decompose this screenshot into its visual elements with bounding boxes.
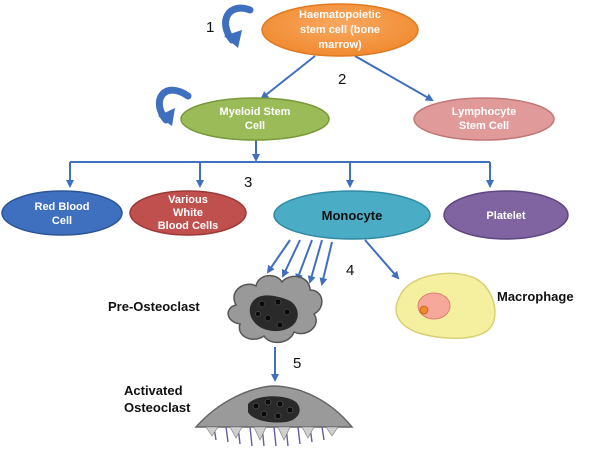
monocyte-node: Monocyte — [273, 190, 431, 240]
arrow-mono-osteo-3 — [295, 239, 313, 282]
arrow-mono-to-macrophage — [364, 239, 400, 280]
lymphocyte-line-2: Stem Cell — [459, 120, 509, 132]
monocyte-label: Monocyte — [322, 208, 383, 223]
lymphocyte-line-1: Lymphocyte — [452, 106, 516, 118]
pre-osteoclast-cell — [227, 274, 323, 344]
arrow-stem-to-myeloid — [260, 55, 316, 100]
activated-osteoclast-line-1: Activated — [124, 383, 183, 398]
step-number-2: 2 — [338, 71, 346, 88]
step-number-3: 3 — [244, 174, 252, 191]
macrophage-cell — [395, 272, 496, 339]
step-number-1: 1 — [206, 19, 214, 36]
pre-osteoclast-label: Pre-Osteoclast — [108, 299, 200, 314]
stem-cell-line-1: Haematopoietic — [299, 9, 381, 21]
white-blood-line-2: White — [173, 207, 203, 219]
arrow-mono-osteo-2 — [281, 239, 301, 278]
step-number-4: 4 — [346, 262, 354, 279]
myeloid-line-1: Myeloid Stem — [220, 106, 291, 118]
white-blood-node: Various White Blood Cells — [129, 190, 247, 236]
stem-cell-node: Haematopoietic stem cell (bone marrow) — [261, 3, 419, 57]
macrophage-label: Macrophage — [497, 289, 574, 304]
activated-osteoclast-line-2: Osteoclast — [124, 400, 191, 415]
stem-cell-line-2: stem cell (bone — [300, 24, 380, 36]
self-renew-arrow-myeloid — [155, 86, 192, 126]
activated-osteoclast-cell — [194, 385, 354, 447]
white-blood-line-1: Various — [168, 194, 208, 206]
arrow-mono-osteo-4 — [307, 239, 323, 284]
white-blood-line-3: Blood Cells — [158, 220, 219, 232]
myeloid-node: Myeloid Stem Cell — [180, 97, 330, 141]
self-renew-arrow-stem — [222, 4, 254, 48]
red-blood-node: Red Blood Cell — [1, 190, 123, 236]
arrow-mono-osteo-1 — [266, 239, 291, 274]
myeloid-line-2: Cell — [245, 120, 265, 132]
red-blood-line-1: Red Blood — [35, 201, 90, 213]
platelet-label: Platelet — [486, 210, 525, 222]
platelet-node: Platelet — [443, 190, 569, 240]
arrow-mono-osteo-5 — [319, 241, 333, 286]
lymphocyte-node: Lymphocyte Stem Cell — [413, 97, 555, 141]
red-blood-line-2: Cell — [52, 215, 72, 227]
stem-cell-line-3: marrow) — [318, 39, 362, 51]
arrow-stem-to-lymphocyte — [354, 55, 434, 101]
step-number-5: 5 — [293, 355, 301, 372]
